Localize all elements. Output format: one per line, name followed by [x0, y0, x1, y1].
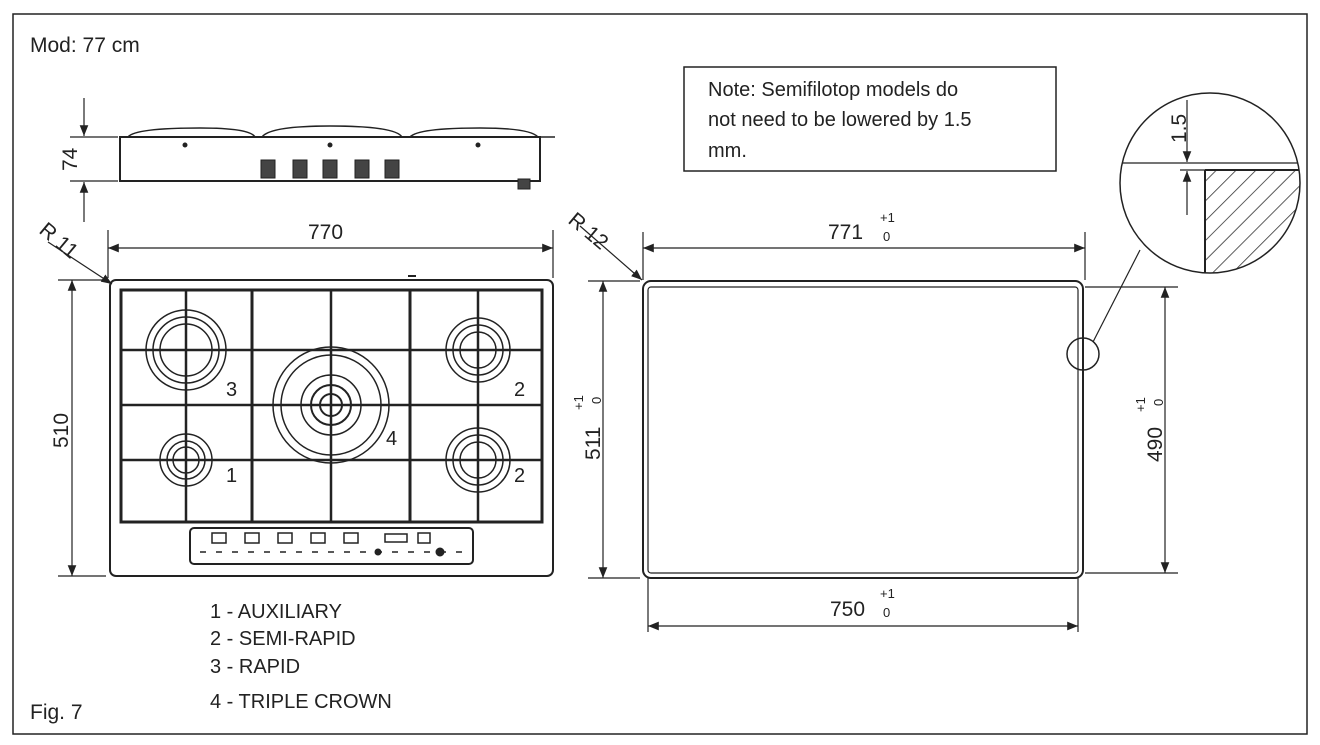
- legend-item: 4 - TRIPLE CROWN: [210, 691, 392, 713]
- hob-depth-dimension: [58, 279, 106, 577]
- hob-width-dimension: [107, 230, 554, 278]
- detail-lowering-value: 1.5: [1168, 114, 1191, 143]
- hob-radius-value: R 11: [35, 218, 83, 263]
- burner-label-auxiliary: 1: [226, 465, 237, 487]
- hob-height-dimension: [70, 98, 118, 222]
- legend-item: 3 - RAPID: [210, 656, 300, 678]
- legend-item: 2 - SEMI-RAPID: [210, 628, 356, 650]
- burner-label-triple-crown: 4: [386, 428, 397, 450]
- cutout-right-tolerance-lower: 0: [1151, 399, 1166, 406]
- figure-frame: [12, 13, 1308, 735]
- cutout-outline: [642, 280, 1084, 579]
- burner-legend: 1 - AUXILIARY 2 - SEMI-RAPID 3 - RAPID 4…: [210, 601, 392, 713]
- hob-top-view: [109, 275, 554, 577]
- cutout-left-dimension: [588, 280, 640, 579]
- cutout-top-dimension: [642, 232, 1086, 280]
- hob-depth-value: 510: [50, 413, 73, 448]
- figure-label: Fig. 7: [30, 701, 83, 724]
- note-line: not need to be lowered by 1.5: [708, 109, 972, 131]
- burner-label-semi-rapid-top: 2: [514, 379, 525, 401]
- cutout-top-width-value: 771: [828, 221, 863, 244]
- hob-radius-callout: [47, 241, 113, 285]
- hob-height-value: 74: [59, 147, 82, 171]
- cutout-right-depth-value: 490: [1144, 427, 1167, 462]
- cutout-top-tolerance-upper: +1: [880, 210, 895, 225]
- cutout-bottom-width-value: 750: [830, 598, 865, 621]
- cutout-left-depth-value: 511: [582, 427, 605, 460]
- legend-item: 1 - AUXILIARY: [210, 601, 342, 623]
- note-line: mm.: [708, 140, 747, 162]
- cutout-left-tolerance-lower: 0: [589, 397, 604, 404]
- cutout-bottom-dimension: [647, 578, 1079, 632]
- model-label: Mod: 77 cm: [30, 34, 140, 57]
- burner-label-semi-rapid-bottom: 2: [514, 465, 525, 487]
- hob-side-view: [119, 125, 555, 190]
- detail-magnifier: [1066, 92, 1301, 371]
- note-box: [683, 66, 1057, 172]
- cutout-left-tolerance-upper: +1: [571, 395, 586, 410]
- note-line: Note: Semifilotop models do: [708, 79, 958, 101]
- cutout-right-tolerance-upper: +1: [1133, 397, 1148, 412]
- cutout-top-tolerance-lower: 0: [883, 229, 890, 244]
- cutout-bottom-tolerance-lower: 0: [883, 605, 890, 620]
- cutout-right-dimension: [1085, 286, 1178, 574]
- burner-label-rapid: 3: [226, 379, 237, 401]
- hob-width-value: 770: [308, 221, 343, 244]
- cutout-bottom-tolerance-upper: +1: [880, 586, 895, 601]
- cutout-radius-callout: [579, 225, 643, 281]
